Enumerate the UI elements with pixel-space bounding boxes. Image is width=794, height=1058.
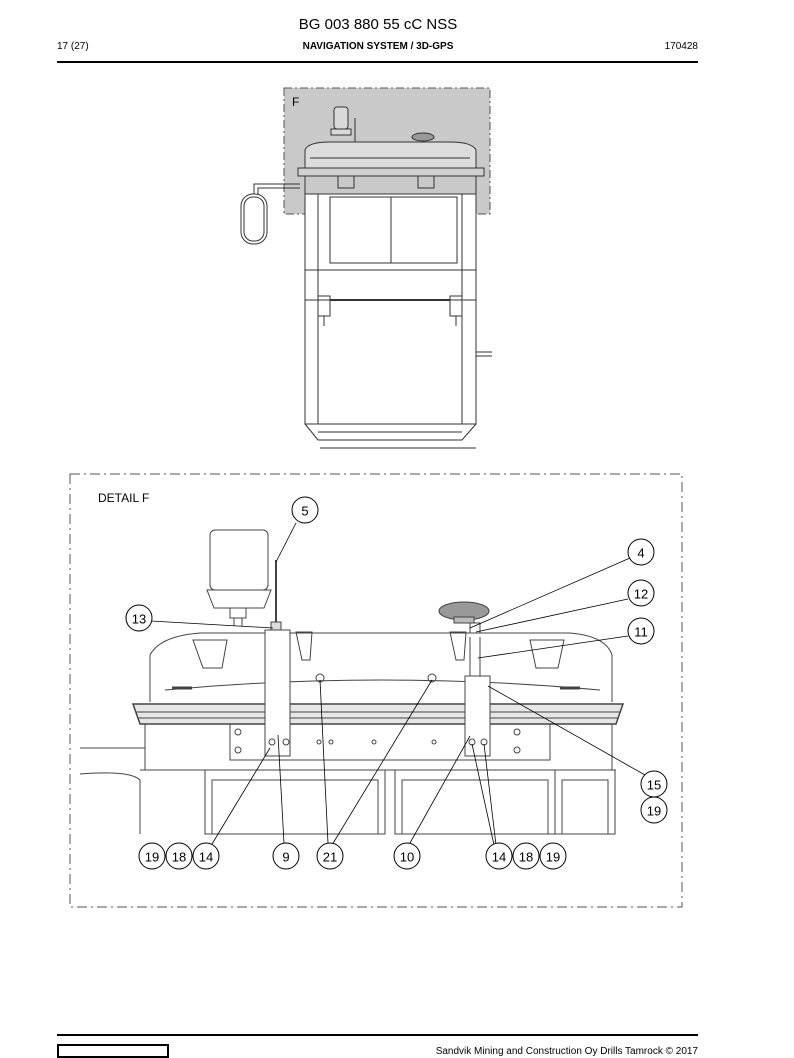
callout-bubble: 19 [138, 842, 166, 870]
overview-drawing [240, 87, 492, 449]
callout-number: 11 [634, 625, 648, 640]
callout-bubbles: 5 4 12 13 11 15 19 19 18 14 9 21 10 14 1… [125, 496, 668, 870]
callout-number: 19 [546, 850, 560, 865]
callout-bubble: 14 [485, 842, 513, 870]
document-title: BG 003 880 55 cC NSS [298, 16, 458, 33]
callout-bubble: 21 [316, 842, 344, 870]
callout-number: 14 [492, 850, 506, 865]
callout-bubble: 10 [393, 842, 421, 870]
callout-bubble: 5 [291, 496, 319, 524]
header-rule [57, 61, 698, 63]
callout-number: 4 [637, 546, 644, 561]
callout-number: 5 [301, 504, 308, 519]
callout-number: 21 [323, 850, 337, 865]
callout-bubble: 12 [627, 579, 655, 607]
callout-number: 15 [647, 778, 661, 793]
callout-number: 19 [647, 804, 661, 819]
callout-number: 12 [634, 587, 648, 602]
callout-bubble: 9 [272, 842, 300, 870]
callout-bubble: 15 [640, 770, 668, 798]
callout-number: 13 [132, 612, 146, 627]
section-title: NAVIGATION SYSTEM / 3D-GPS [302, 41, 454, 52]
detail-drawing [79, 529, 625, 835]
detail-marker-label: F [292, 95, 299, 109]
detail-frame [69, 473, 683, 908]
detail-title: DETAIL F [98, 491, 149, 505]
footer-copyright: Sandvik Mining and Construction Oy Drill… [435, 1046, 698, 1057]
company-logo [57, 1044, 169, 1058]
callout-bubble: 13 [125, 604, 153, 632]
callout-bubble: 19 [539, 842, 567, 870]
callout-number: 10 [400, 850, 414, 865]
callout-leaders [150, 522, 646, 846]
callout-number: 9 [282, 850, 289, 865]
callout-bubble: 14 [192, 842, 220, 870]
callout-bubble: 18 [512, 842, 540, 870]
callout-number: 19 [145, 850, 159, 865]
callout-bubble: 18 [165, 842, 193, 870]
callout-bubble: 4 [627, 538, 655, 566]
callout-number: 18 [172, 850, 186, 865]
callout-number: 14 [199, 850, 213, 865]
callout-bubble: 11 [627, 617, 655, 645]
page-number: 17 (27) [57, 41, 89, 52]
footer-rule [57, 1034, 698, 1036]
callout-number: 18 [519, 850, 533, 865]
callout-bubble: 19 [640, 796, 668, 824]
document-date: 170428 [664, 41, 698, 52]
